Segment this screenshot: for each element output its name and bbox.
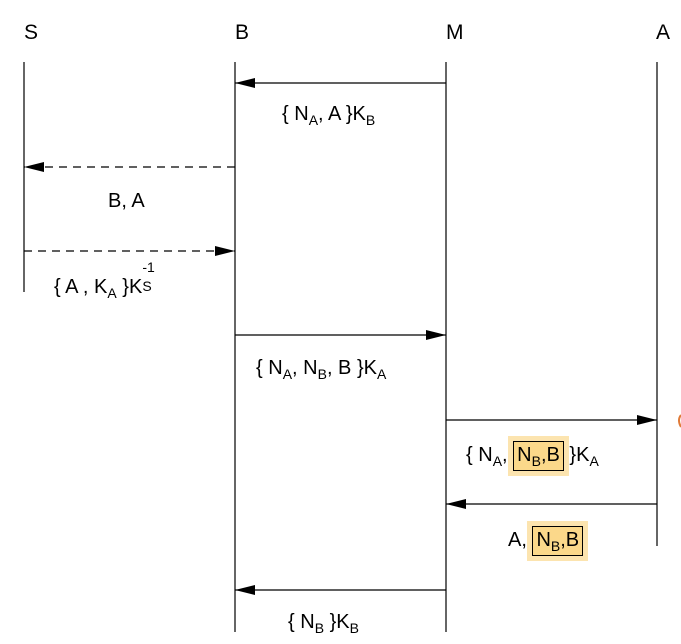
participant-m-label: M bbox=[446, 21, 464, 44]
message-2-label: B, A bbox=[108, 190, 145, 212]
message-5-label: { NA, NB,B }KA bbox=[466, 441, 599, 471]
participant-s-label: S bbox=[24, 21, 39, 44]
edge-mark bbox=[678, 414, 681, 428]
message-4-label: { NA, NB, B }KA bbox=[256, 357, 387, 382]
participant-a-label: A bbox=[656, 21, 671, 44]
message-3-label: { A , KA }K-1S-1 bbox=[54, 259, 155, 301]
highlighted-nonce-box-1: NB,B bbox=[513, 441, 564, 471]
message-7-label: { NB }KB bbox=[288, 611, 359, 636]
message-1-label: { NA, A }KB bbox=[282, 103, 376, 128]
participant-b-label: B bbox=[235, 21, 250, 44]
highlighted-nonce-box-2: NB,B bbox=[532, 526, 584, 556]
message-6-label: A, NB,B bbox=[508, 526, 584, 556]
